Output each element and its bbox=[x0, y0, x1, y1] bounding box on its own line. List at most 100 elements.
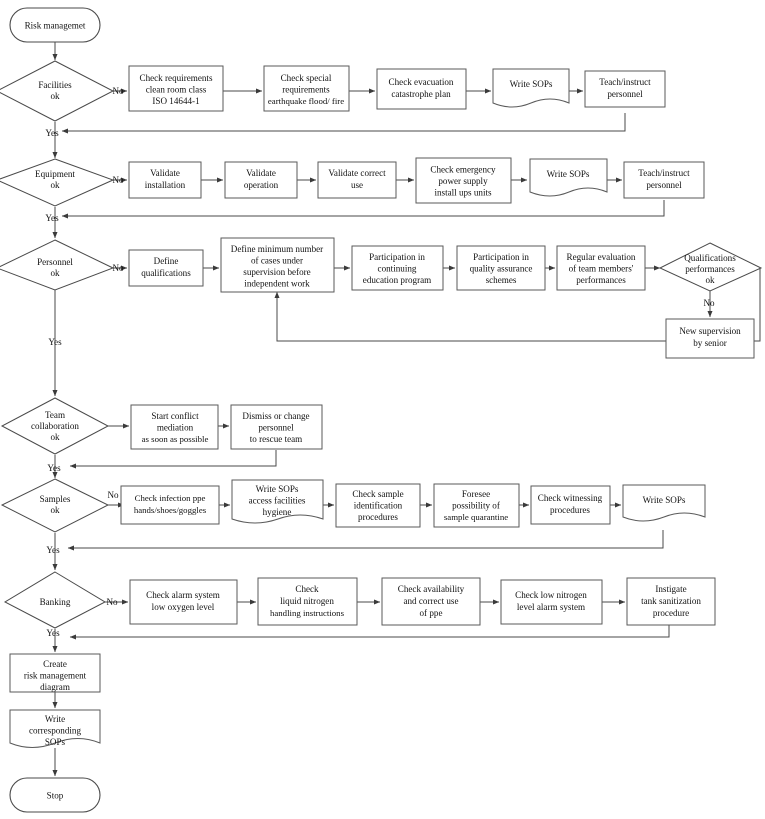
p6-line-1: New supervision bbox=[679, 326, 741, 336]
node-decision-facilities[interactable]: Facilities ok bbox=[0, 60, 115, 122]
p2-line-2: of cases under bbox=[251, 256, 303, 266]
decision-qualifications-line-3: ok bbox=[705, 275, 715, 285]
f1-line-2: clean room class bbox=[146, 85, 207, 95]
b2-line-2: liquid nitrogen bbox=[280, 596, 334, 606]
node-c2[interactable]: Write corresponding SOPs bbox=[9, 709, 101, 748]
node-p4[interactable]: Participation in quality assurance schem… bbox=[456, 245, 546, 291]
s3-line-3: procedures bbox=[358, 512, 398, 522]
edge-s6-return bbox=[67, 530, 664, 551]
node-stop[interactable]: Stop bbox=[9, 777, 101, 813]
node-decision-equipment[interactable]: Equipment ok bbox=[0, 158, 115, 207]
node-decision-banking[interactable]: Banking bbox=[3, 571, 107, 629]
node-decision-samples[interactable]: Samples ok bbox=[0, 478, 110, 533]
s4-line-3: sample quarantine bbox=[444, 512, 508, 522]
f1-line-3: ISO 14644-1 bbox=[152, 96, 199, 106]
edge-t2-return bbox=[69, 450, 277, 469]
node-s2[interactable]: Write SOPs access facilities hygiene bbox=[231, 479, 324, 524]
p2-line-4: independent work bbox=[244, 279, 310, 289]
edge-label-no-facilities: No bbox=[112, 86, 124, 96]
decision-equipment-line-2: ok bbox=[50, 180, 60, 190]
t1-line-2: mediation bbox=[157, 423, 194, 433]
node-f2[interactable]: Check special requirements earthquake fl… bbox=[263, 65, 350, 112]
connectors bbox=[52, 42, 761, 777]
node-e1[interactable]: Validate installation bbox=[128, 161, 202, 199]
node-c1[interactable]: Create risk management diagram bbox=[9, 653, 101, 693]
node-e4[interactable]: Check emergency power supply install ups… bbox=[415, 157, 512, 204]
p2-line-3: supervision before bbox=[243, 267, 310, 277]
node-f1[interactable]: Check requirements clean room class ISO … bbox=[128, 65, 224, 112]
node-start[interactable]: Risk managemet bbox=[9, 7, 101, 43]
s1-line-2: hands/shoes/goggles bbox=[134, 505, 207, 515]
e5-line-1: Write SOPs bbox=[547, 169, 590, 179]
node-b4[interactable]: Check low nitrogen level alarm system bbox=[500, 579, 603, 625]
edge-b5-return bbox=[69, 625, 670, 640]
node-e6[interactable]: Teach/instruct personnel bbox=[623, 161, 705, 199]
edge-label-no-equipment: No bbox=[112, 175, 124, 185]
decision-qualifications-line-2: performances bbox=[685, 264, 735, 274]
b1-line-1: Check alarm system bbox=[146, 590, 220, 600]
s4-line-1: Foresee bbox=[462, 489, 490, 499]
b3-line-2: and correct use bbox=[403, 596, 458, 606]
node-stop-label: Stop bbox=[47, 791, 64, 801]
node-b2[interactable]: Check liquid nitrogen handling instructi… bbox=[257, 577, 358, 626]
node-s6[interactable]: Write SOPs bbox=[622, 484, 706, 522]
e1-line-2: installation bbox=[145, 180, 186, 190]
node-p2[interactable]: Define minimum number of cases under sup… bbox=[220, 237, 335, 293]
node-b5[interactable]: Instigate tank sanitization procedure bbox=[626, 577, 716, 626]
f4-line-1: Write SOPs bbox=[510, 79, 553, 89]
f3-line-2: catastrophe plan bbox=[391, 89, 451, 99]
node-p1[interactable]: Define qualifications bbox=[128, 249, 204, 287]
p4-line-1: Participation in bbox=[473, 252, 529, 262]
s5-line-2: procedures bbox=[550, 505, 590, 515]
b2-line-3: handling instructions bbox=[270, 608, 345, 618]
c2-line-1: Write bbox=[45, 714, 65, 724]
b2-line-1: Check bbox=[295, 584, 319, 594]
p5-line-2: of team members' bbox=[569, 264, 634, 274]
edge-label-yes-personnel: Yes bbox=[48, 337, 62, 347]
node-p5[interactable]: Regular evaluation of team members' perf… bbox=[556, 245, 646, 291]
p1-line-1: Define bbox=[154, 256, 179, 266]
s2-line-3: hygiene bbox=[263, 507, 292, 517]
edge-f5-return bbox=[61, 113, 626, 134]
node-decision-personnel[interactable]: Personnel ok bbox=[0, 239, 115, 291]
edge-label-yes-team: Yes bbox=[47, 463, 61, 473]
node-t1[interactable]: Start conflict mediation as soon as poss… bbox=[130, 404, 219, 450]
node-f3[interactable]: Check evacuation catastrophe plan bbox=[376, 68, 467, 110]
e6-line-2: personnel bbox=[646, 180, 682, 190]
e4-line-2: power supply bbox=[438, 176, 488, 186]
b1-line-2: low oxygen level bbox=[152, 602, 215, 612]
node-p3[interactable]: Participation in continuing education pr… bbox=[351, 245, 444, 291]
node-decision-qualifications[interactable]: Qualifications performances ok bbox=[658, 242, 763, 292]
node-b1[interactable]: Check alarm system low oxygen level bbox=[129, 579, 238, 625]
node-decision-team[interactable]: Team collaboration ok bbox=[0, 397, 110, 455]
edge-label-yes-equipment: Yes bbox=[45, 213, 59, 223]
b3-line-3: of ppe bbox=[420, 608, 443, 618]
s5-line-1: Check witnessing bbox=[538, 493, 603, 503]
f1-line-1: Check requirements bbox=[140, 73, 213, 83]
node-e5[interactable]: Write SOPs bbox=[529, 158, 608, 197]
node-s3[interactable]: Check sample identification procedures bbox=[335, 483, 421, 528]
c1-line-1: Create bbox=[43, 659, 67, 669]
node-e3[interactable]: Validate correct use bbox=[317, 161, 397, 199]
decision-facilities-line-1: Facilities bbox=[38, 80, 72, 90]
e1-line-1: Validate bbox=[150, 168, 180, 178]
decision-qualifications-line-1: Qualifications bbox=[684, 253, 736, 263]
s2-line-1: Write SOPs bbox=[256, 484, 299, 494]
node-s4[interactable]: Foresee possibility of sample quarantine bbox=[433, 483, 520, 528]
p3-line-2: continuing bbox=[378, 264, 417, 274]
f5-line-1: Teach/instruct bbox=[599, 77, 651, 87]
edge-label-yes-samples: Yes bbox=[46, 545, 60, 555]
node-f4[interactable]: Write SOPs bbox=[492, 68, 570, 108]
node-t2[interactable]: Dismiss or change personnel to rescue te… bbox=[230, 404, 323, 450]
node-s1[interactable]: Check infection ppe hands/shoes/goggles bbox=[120, 485, 220, 525]
node-b3[interactable]: Check availability and correct use of pp… bbox=[381, 577, 481, 626]
node-p6[interactable]: New supervision by senior bbox=[665, 318, 755, 359]
e2-line-2: operation bbox=[244, 180, 279, 190]
node-s5[interactable]: Check witnessing procedures bbox=[530, 485, 611, 525]
b3-line-1: Check availability bbox=[398, 584, 465, 594]
node-f5[interactable]: Teach/instruct personnel bbox=[584, 70, 666, 108]
node-e2[interactable]: Validate operation bbox=[224, 161, 298, 199]
p1-line-2: qualifications bbox=[141, 268, 191, 278]
e3-line-2: use bbox=[351, 180, 363, 190]
